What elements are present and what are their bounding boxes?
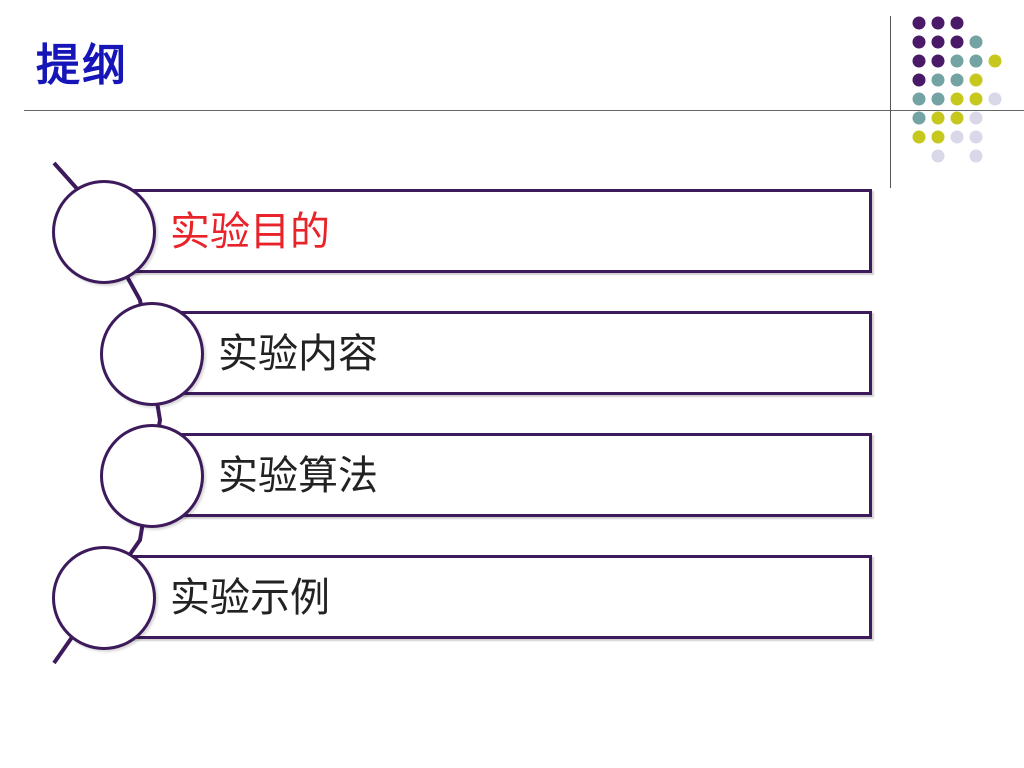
decorative-dot	[931, 149, 945, 163]
outline-item-bullet-circle	[52, 180, 156, 284]
decorative-dot	[912, 54, 926, 68]
decorative-dot	[950, 73, 964, 87]
decorative-dot	[931, 111, 945, 125]
decorative-dot	[969, 35, 983, 49]
decorative-dot	[912, 111, 926, 125]
decorative-dot	[931, 92, 945, 106]
decorative-dot	[950, 35, 964, 49]
decorative-dot	[931, 35, 945, 49]
decorative-dot	[931, 73, 945, 87]
outline-item-box	[176, 311, 872, 395]
decorative-dot	[950, 54, 964, 68]
decorative-dot	[950, 111, 964, 125]
slide-title: 提纲	[36, 40, 128, 91]
decorative-dot	[931, 130, 945, 144]
outline-item-box	[128, 189, 872, 273]
decorative-dot	[912, 92, 926, 106]
outline-item-label: 实验内容	[218, 331, 378, 377]
outline-item-box	[128, 555, 872, 639]
decorative-dot	[950, 92, 964, 106]
corner-divider-line	[890, 16, 891, 188]
outline-item-label: 实验算法	[218, 453, 378, 499]
decorative-dot	[969, 92, 983, 106]
decorative-dot	[969, 111, 983, 125]
outline-item-bullet-circle	[100, 424, 204, 528]
decorative-dot	[931, 54, 945, 68]
decorative-dot	[931, 16, 945, 30]
decorative-dot	[988, 92, 1002, 106]
decorative-dot	[969, 73, 983, 87]
decorative-dot	[969, 54, 983, 68]
decorative-dot	[912, 73, 926, 87]
title-divider-line	[24, 110, 1024, 111]
decorative-dot	[988, 54, 1002, 68]
decorative-dot	[912, 130, 926, 144]
outline-item-box	[176, 433, 872, 517]
decorative-dot	[950, 130, 964, 144]
outline-item-bullet-circle	[100, 302, 204, 406]
decorative-dot	[912, 35, 926, 49]
outline-item-bullet-circle	[52, 546, 156, 650]
decorative-dot	[969, 130, 983, 144]
decorative-dot	[950, 16, 964, 30]
outline-item-label: 实验目的	[170, 209, 330, 255]
decorative-dot	[969, 149, 983, 163]
decorative-dot-grid	[912, 16, 1002, 163]
outline-item-label: 实验示例	[170, 575, 330, 621]
decorative-dot	[912, 16, 926, 30]
